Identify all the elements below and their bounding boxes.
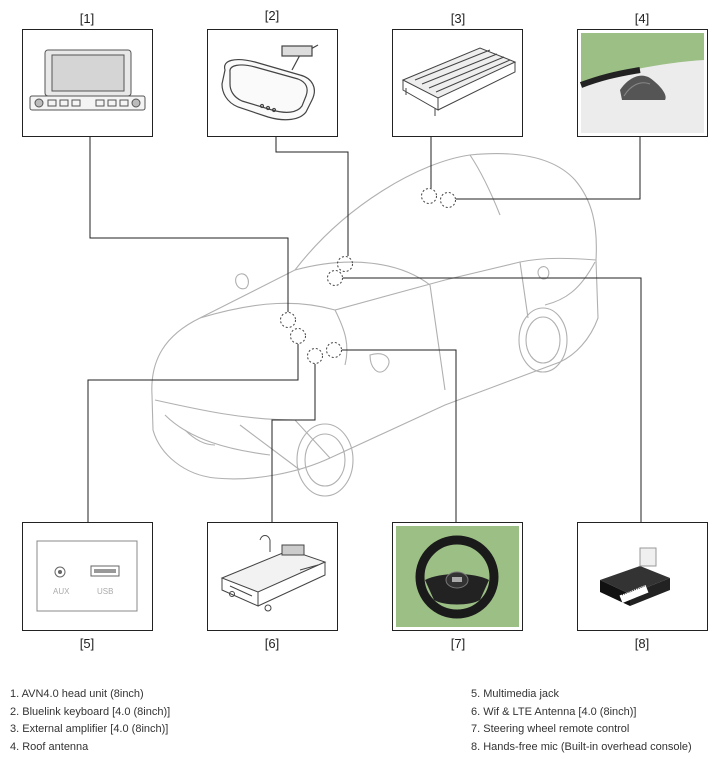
steering-wheel-icon: [415, 535, 499, 619]
callout-3: [3]: [450, 11, 466, 26]
legend-right: 5. Multimedia jack 6. Wif & LTE Antenna …: [471, 686, 692, 756]
legend-item: 2. Bluelink keyboard [4.0 (8inch)]: [10, 705, 171, 718]
callout-6: [6]: [264, 636, 280, 651]
box-4: [577, 29, 708, 137]
head-unit-icon: [29, 49, 146, 111]
mirror-icon: [221, 44, 319, 121]
box-1: [22, 29, 153, 137]
car-outline: [151, 153, 599, 497]
legend-item: 8. Hands-free mic (Built-in overhead con…: [471, 740, 692, 753]
usb-label: USB: [97, 587, 113, 596]
box-2: [207, 29, 338, 137]
amplifier-icon: [401, 47, 517, 116]
aux-label: AUX: [53, 587, 70, 596]
microphone-icon: [600, 547, 670, 606]
box-5: AUX USB: [22, 522, 153, 631]
legend-item: 3. External amplifier [4.0 (8inch)]: [10, 723, 169, 735]
callout-8: [8]: [634, 636, 650, 651]
box-6: [207, 522, 338, 631]
box-3: [392, 29, 523, 137]
antenna-module-icon: [220, 535, 327, 612]
leader-lines: [87, 137, 642, 522]
callout-7: [7]: [450, 636, 466, 651]
callout-4: [4]: [634, 11, 650, 26]
box-8: [577, 522, 708, 631]
legend-item: 7. Steering wheel remote control: [471, 723, 630, 735]
location-markers: [280, 188, 456, 364]
legend-item: 6. Wif & LTE Antenna [4.0 (8inch)]: [471, 705, 637, 718]
legend-item: 1. AVN4.0 head unit (8inch): [10, 688, 144, 700]
box-7: [392, 522, 523, 631]
legend-left: 1. AVN4.0 head unit (8inch) 2. Bluelink …: [10, 686, 170, 756]
legend-item: 4. Roof antenna: [10, 740, 89, 753]
callout-2: [2]: [264, 8, 280, 23]
callout-1: [1]: [79, 11, 95, 26]
roof-antenna-icon: [579, 60, 704, 133]
callout-5: [5]: [79, 636, 95, 651]
legend-item: 5. Multimedia jack: [471, 688, 560, 700]
